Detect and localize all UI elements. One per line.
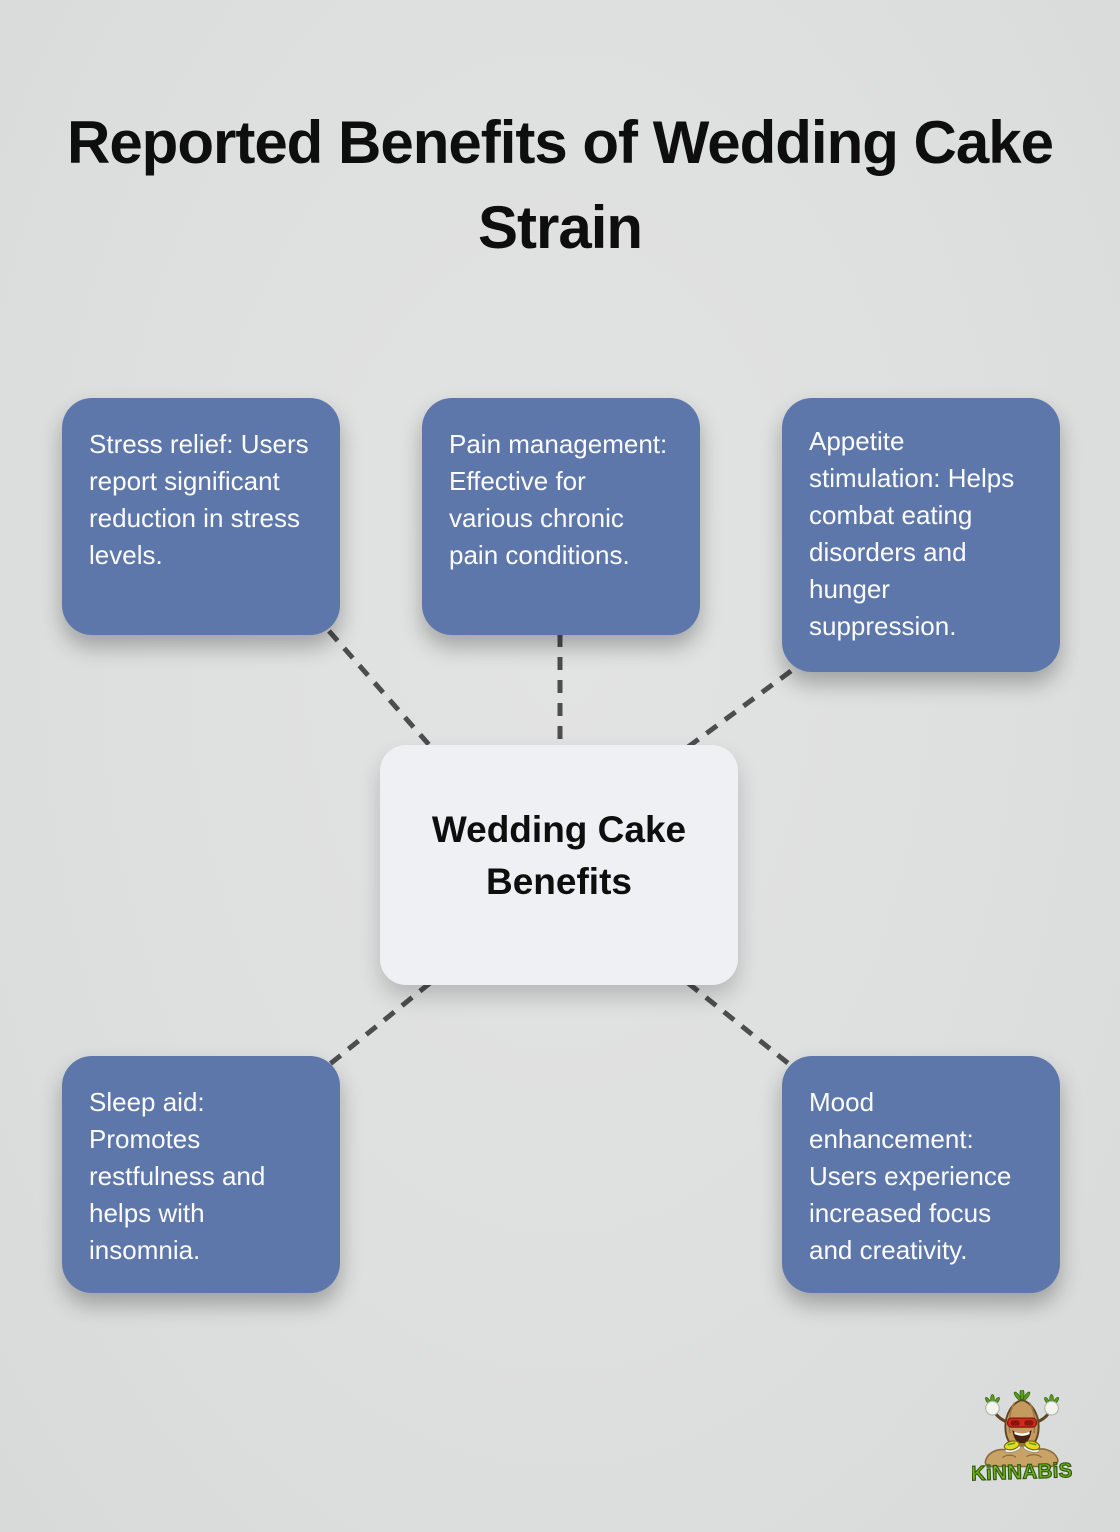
connector-center-sleep	[328, 981, 432, 1066]
node-mood-enhancement-label: Mood enhancement: Users experience incre…	[809, 1087, 1012, 1265]
node-sleep-aid: Sleep aid: Promotes restfulness and help…	[62, 1056, 340, 1293]
center-node: Wedding Cake Benefits	[380, 745, 738, 985]
node-sleep-aid-label: Sleep aid: Promotes restfulness and help…	[89, 1087, 266, 1265]
node-pain-management-label: Pain management: Effective for various c…	[449, 429, 668, 570]
sunglasses-icon	[1007, 1417, 1037, 1428]
sneaker-icons	[1003, 1440, 1041, 1453]
connector-center-mood	[686, 981, 791, 1066]
node-stress-relief-label: Stress relief: Users report significant …	[89, 429, 309, 570]
mascot-seed-character-icon: KiNNABiS	[970, 1387, 1074, 1486]
left-bud-glove-icon	[985, 1394, 1000, 1416]
right-bud-glove-icon	[1044, 1394, 1059, 1416]
node-appetite-stimulation-label: Appetite stimulation: Helps combat eatin…	[809, 426, 1015, 641]
connector-appetite-center	[686, 668, 793, 750]
node-stress-relief: Stress relief: Users report significant …	[62, 398, 340, 635]
connector-stress-center	[327, 629, 433, 749]
page-title: Reported Benefits of Wedding Cake Strain	[66, 109, 1054, 262]
node-appetite-stimulation: Appetite stimulation: Helps combat eatin…	[782, 398, 1060, 672]
center-node-label: Wedding Cake Benefits	[431, 809, 687, 902]
brand-logo-text: KiNNABiS	[972, 1459, 1072, 1486]
node-mood-enhancement: Mood enhancement: Users experience incre…	[782, 1056, 1060, 1293]
cannabis-leaf-icon	[1013, 1387, 1031, 1402]
brand-logo: KiNNABiS	[970, 1387, 1074, 1490]
node-pain-management: Pain management: Effective for various c…	[422, 398, 700, 635]
